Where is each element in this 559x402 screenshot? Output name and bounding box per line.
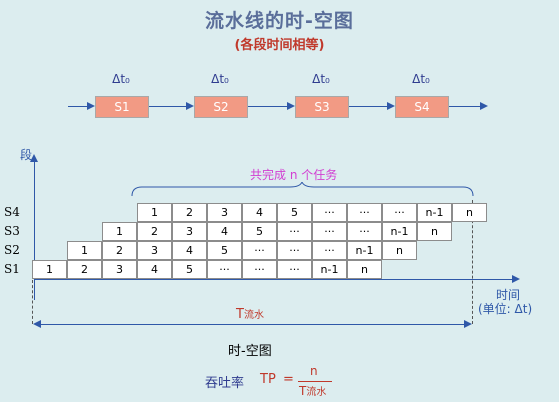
grid-cell: 5 (172, 260, 207, 279)
span-label: T流水 (236, 306, 264, 322)
page-subtitle: (各段时间相等) (234, 38, 325, 53)
formula-eq: = (283, 372, 294, 387)
start-dashed-line (32, 280, 33, 324)
diagram-caption: 时-空图 (228, 344, 272, 359)
delta-t-label: Δt₀ (112, 72, 130, 86)
grid-cell: n (452, 203, 487, 222)
x-axis-arrowhead (512, 275, 520, 283)
grid-cell: n-1 (312, 260, 347, 279)
grid-cell: n (382, 241, 417, 260)
grid-cell: 3 (102, 260, 137, 279)
pipeline-stage-box: S4 (395, 96, 449, 118)
formula-name: 吞吐率 (205, 376, 245, 391)
grid-cell: 1 (67, 241, 102, 260)
grid-cell: n (347, 260, 382, 279)
x-axis-line (34, 279, 514, 280)
grid-cell: ··· (277, 241, 312, 260)
grid-cell: 1 (32, 260, 67, 279)
grid-cell: 1 (137, 203, 172, 222)
throughput-formula: 吞吐率 TP = n T流水 (205, 364, 335, 399)
grid-cell: 4 (172, 241, 207, 260)
pipeline-stage-box: S3 (295, 96, 349, 118)
grid-cell: 3 (137, 241, 172, 260)
grid-cell: n-1 (417, 203, 452, 222)
pipeline-arrowhead (287, 102, 295, 110)
pipeline-stage-box: S2 (194, 96, 248, 118)
grid-cell: n-1 (347, 241, 382, 260)
grid-cell: 2 (102, 241, 137, 260)
grid-cell: 4 (242, 203, 277, 222)
grid-cell: ··· (312, 241, 347, 260)
formula-denominator-sub: 流水 (306, 387, 327, 398)
delta-t-label: Δt₀ (412, 72, 430, 86)
grid-cell: 2 (172, 203, 207, 222)
grid-cell: ··· (242, 260, 277, 279)
delta-t-label: Δt₀ (211, 72, 229, 86)
formula-denominator: T流水 (299, 383, 326, 399)
pipeline-arrow-line (347, 106, 389, 107)
pipeline-arrowhead (186, 102, 194, 110)
page-title: 流水线的时-空图 (205, 10, 354, 32)
grid-cell: ··· (347, 203, 382, 222)
grid-cell: ··· (242, 241, 277, 260)
x-axis-label: 时间 (496, 288, 521, 302)
grid-cell: 4 (207, 222, 242, 241)
grid-cell: ··· (312, 203, 347, 222)
grid-cell: ··· (277, 222, 312, 241)
pipeline-arrow-line (247, 106, 289, 107)
grid-cell: 2 (137, 222, 172, 241)
task-brace (131, 182, 474, 197)
pipeline-arrowhead (480, 102, 488, 110)
row-label: S4 (4, 205, 20, 219)
span-arrowhead-right (464, 320, 472, 328)
span-label-main: T (236, 307, 244, 322)
formula-lhs: TP (260, 372, 276, 387)
x-axis-unit-label: (单位: Δt) (478, 302, 533, 316)
grid-cell: n-1 (382, 222, 417, 241)
grid-cell: 3 (207, 203, 242, 222)
grid-cell: 5 (242, 222, 277, 241)
y-axis-arrowhead (30, 154, 38, 162)
pipeline-arrow-line (68, 106, 89, 107)
formula-denominator-main: T (299, 384, 307, 398)
span-line (38, 324, 468, 325)
brace-label: 共完成 n 个任务 (250, 168, 338, 182)
grid-cell: ··· (382, 203, 417, 222)
row-label: S1 (4, 262, 20, 276)
fraction-bar (298, 381, 332, 382)
grid-cell: 3 (172, 222, 207, 241)
pipeline-stage-box: S1 (95, 96, 149, 118)
span-label-sub: 流水 (243, 310, 264, 321)
pipeline-arrow-line (447, 106, 482, 107)
grid-cell: 5 (277, 203, 312, 222)
row-label: S3 (4, 224, 20, 238)
grid-cell: ··· (312, 222, 347, 241)
pipeline-arrow-line (147, 106, 188, 107)
row-label: S2 (4, 243, 20, 257)
grid-cell: 5 (207, 241, 242, 260)
formula-numerator: n (310, 364, 318, 378)
grid-cell: 2 (67, 260, 102, 279)
y-axis-label: 段 (20, 148, 33, 162)
grid-cell: ··· (207, 260, 242, 279)
y-axis-line (34, 160, 35, 300)
span-arrowhead-left (33, 320, 41, 328)
grid-cell: 1 (102, 222, 137, 241)
grid-cell: ··· (347, 222, 382, 241)
pipeline-arrowhead (87, 102, 95, 110)
delta-t-label: Δt₀ (312, 72, 330, 86)
grid-cell: ··· (277, 260, 312, 279)
grid-cell: n (417, 222, 452, 241)
end-dashed-line (472, 200, 473, 324)
grid-cell: 4 (137, 260, 172, 279)
pipeline-arrowhead (387, 102, 395, 110)
